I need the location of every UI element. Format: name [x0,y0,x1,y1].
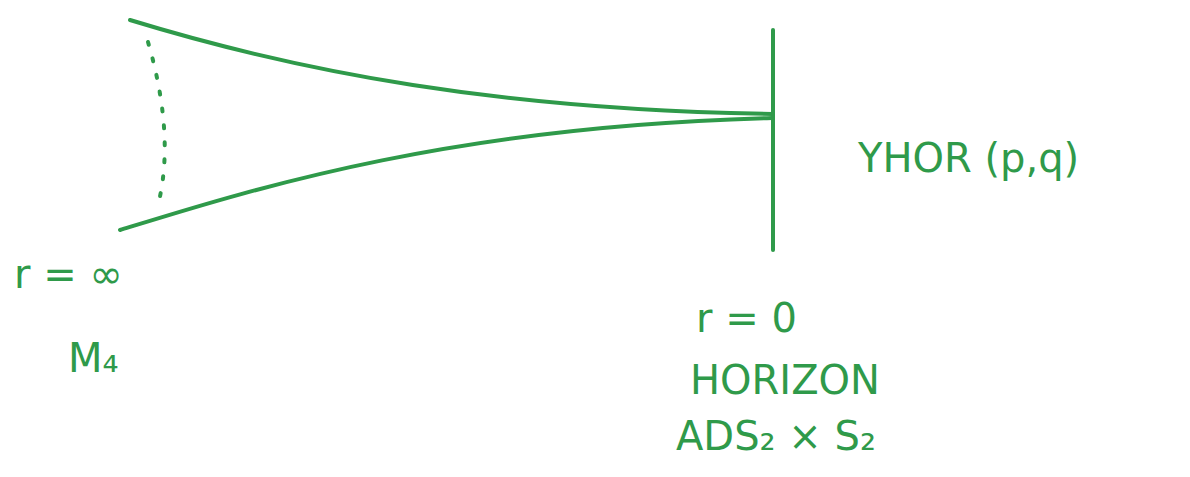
annotation-label: M₄ [68,336,119,380]
dotted-section [148,42,165,205]
annotation-label: YHOR (p,q) [858,136,1079,180]
annotation-label: r = ∞ [14,252,123,296]
annotation-label: HORIZON [690,358,880,402]
horizon-line [771,30,775,250]
annotation-label: ADS₂ × S₂ [676,414,876,458]
upper-throat-curve [130,20,772,114]
lower-throat-curve [120,118,772,230]
annotation-label: r = 0 [696,296,797,340]
